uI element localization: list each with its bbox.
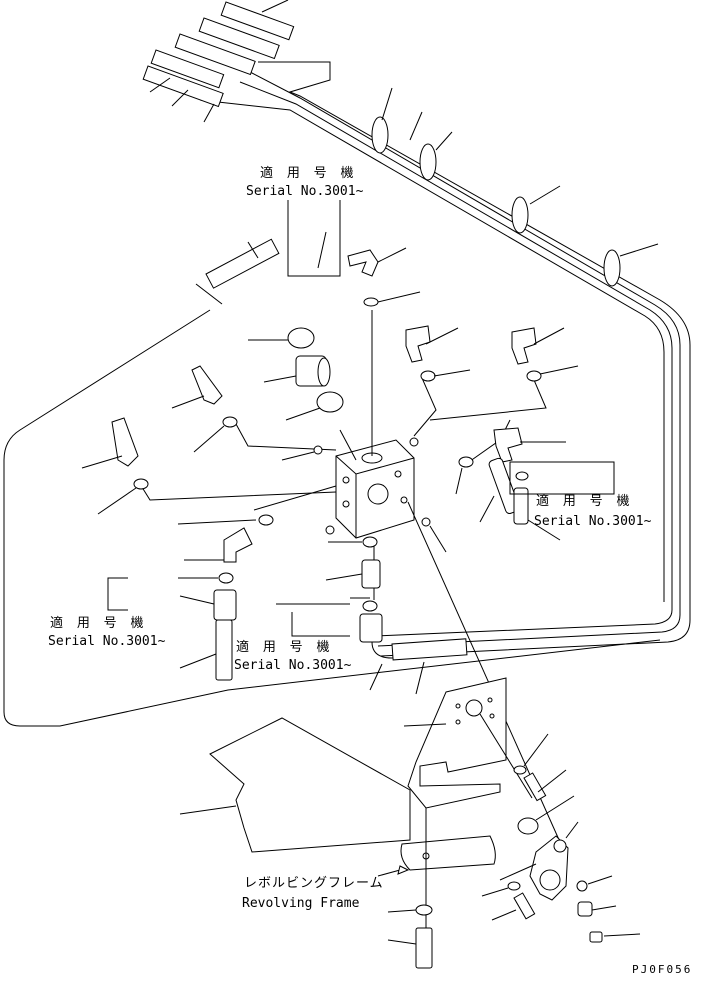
callout-pointer-top [317,231,327,269]
callout-jp-center: 適 用 号 機 [236,640,333,655]
revolving-frame-piece [400,835,496,871]
callout-serial-right: Serial No.3001~ [534,514,652,529]
frame-label-jp: レボルビングフレーム [244,876,384,891]
callout-serial-center: Serial No.3001~ [234,658,352,673]
callout-jp-top: 適 用 号 機 [260,166,357,181]
callout-box-top [287,200,341,277]
fittings [81,238,579,695]
callout-ref-2 [291,612,350,637]
mounting-bracket [403,677,575,835]
valve-block [335,439,415,539]
callout-jp-left: 適 用 号 機 [50,616,147,631]
bolt-leader [387,939,417,945]
bolt [415,927,433,969]
drawing-code: PJ0F056 [632,963,693,976]
cover-plate [209,717,411,853]
frame-arrow [377,869,401,877]
washer [415,904,433,916]
frame-label-en: Revolving Frame [242,896,360,911]
callout-box-right [509,461,615,495]
hose-bundle [199,61,691,657]
callout-jp-right: 適 用 号 機 [536,494,633,509]
callout-serial-top: Serial No.3001~ [246,184,364,199]
washer-leader [387,909,417,913]
callout-box-left [107,577,128,611]
small-bracket [481,821,641,943]
cover-plate-leader [179,805,237,815]
outline-boundary [3,309,661,727]
hose-end-fittings [142,0,295,123]
hose-clamps [371,87,659,287]
frame-arrow-head [397,865,410,875]
callout-serial-left: Serial No.3001~ [48,634,166,649]
